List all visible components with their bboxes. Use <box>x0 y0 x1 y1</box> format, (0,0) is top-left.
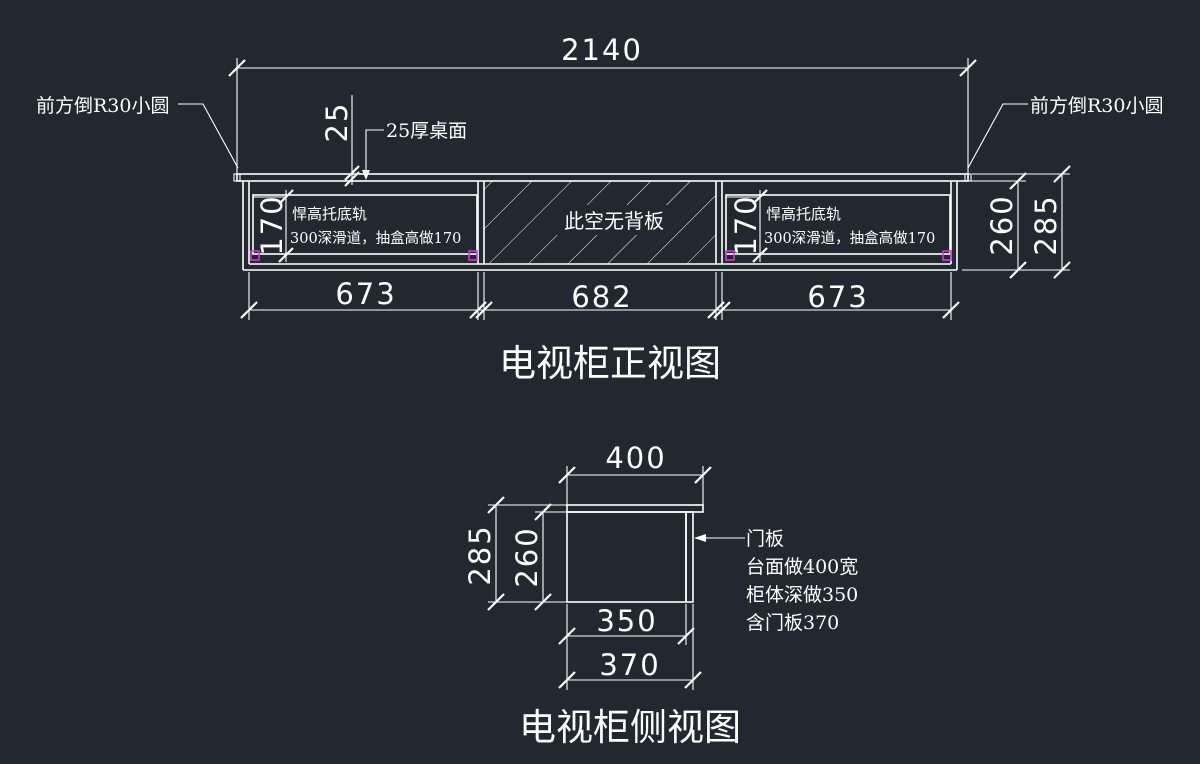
bay-width-middle: 682 <box>571 280 632 314</box>
note-top-width: 台面做400宽 <box>746 556 858 578</box>
dimension-depths-bottom: 350 370 <box>558 604 702 690</box>
height-total-label: 285 <box>1029 194 1063 255</box>
side-door-panel <box>685 511 694 603</box>
rail-marker <box>468 250 478 261</box>
bay-width-left: 673 <box>335 277 396 311</box>
drawer-dim-right: 170 <box>729 194 763 255</box>
corner-note-right-label: 前方倒R30小圆 <box>1030 95 1163 117</box>
rail-note-left-line2: 300深滑道，抽盒高做170 <box>290 230 461 247</box>
front-view: 2140 25 25厚桌面 前方倒R30小圆 前方倒R30小圆 <box>36 33 1163 385</box>
side-view: 400 门板 台面做400宽 柜体深做350 含门板370 <box>463 441 858 749</box>
dimension-total-width: 2140 <box>228 33 977 178</box>
front-view-title: 电视柜正视图 <box>499 342 721 385</box>
side-notes: 门板 台面做400宽 柜体深做350 含门板370 <box>694 528 858 634</box>
dimension-heights-side: 285 260 <box>463 496 567 611</box>
side-height-total-label: 285 <box>463 524 497 585</box>
rail-note-right-line2: 300深滑道，抽盒高做170 <box>764 230 935 247</box>
corner-round-left <box>233 173 241 182</box>
side-profile <box>566 504 704 603</box>
bay-left: 170 悍高托底轨 300深滑道，抽盒高做170 <box>250 189 478 263</box>
drawer-box-right <box>725 194 951 255</box>
corner-note-left-label: 前方倒R30小圆 <box>36 95 169 117</box>
dimension-heights-front: 260 285 <box>962 165 1071 279</box>
side-view-title: 电视柜侧视图 <box>519 706 741 749</box>
side-carcass <box>566 511 687 603</box>
side-tabletop <box>566 504 704 513</box>
bay-middle: 此空无背板 <box>484 181 716 264</box>
height-inner-label: 260 <box>985 194 1019 255</box>
top-thickness-label: 25 <box>320 102 354 143</box>
dimension-top-depth: 400 <box>558 441 712 505</box>
side-height-inner-label: 260 <box>510 526 544 587</box>
total-width-label: 2140 <box>561 33 643 67</box>
note-body-depth: 柜体深做350 <box>746 584 858 606</box>
bay-width-right: 673 <box>807 280 868 314</box>
body-depth-label: 350 <box>596 604 657 638</box>
drawer-dim-left: 170 <box>255 194 289 255</box>
note-depth-with-door: 含门板370 <box>746 612 839 634</box>
drawer-box-left <box>252 194 478 255</box>
rail-marker <box>942 250 952 261</box>
top-note-leader: 25厚桌面 <box>362 120 467 180</box>
bay-right: 170 悍高托底轨 300深滑道，抽盒高做170 <box>725 189 952 263</box>
dimension-bay-widths: 673 682 673 <box>240 272 960 320</box>
dimension-top-thickness: 25 <box>320 95 360 187</box>
note-door: 门板 <box>746 528 784 550</box>
top-note-label: 25厚桌面 <box>386 120 467 142</box>
corner-note-right-leader: 前方倒R30小圆 <box>967 95 1163 169</box>
rail-note-right-line1: 悍高托底轨 <box>766 205 841 223</box>
depth-with-door-label: 370 <box>599 648 660 682</box>
no-back-panel-label: 此空无背板 <box>564 209 664 233</box>
rail-marker <box>725 250 735 261</box>
rail-note-left-line1: 悍高托底轨 <box>292 205 367 223</box>
rail-marker <box>250 250 260 261</box>
top-depth-label: 400 <box>605 441 666 475</box>
corner-note-left-leader: 前方倒R30小圆 <box>36 95 239 169</box>
